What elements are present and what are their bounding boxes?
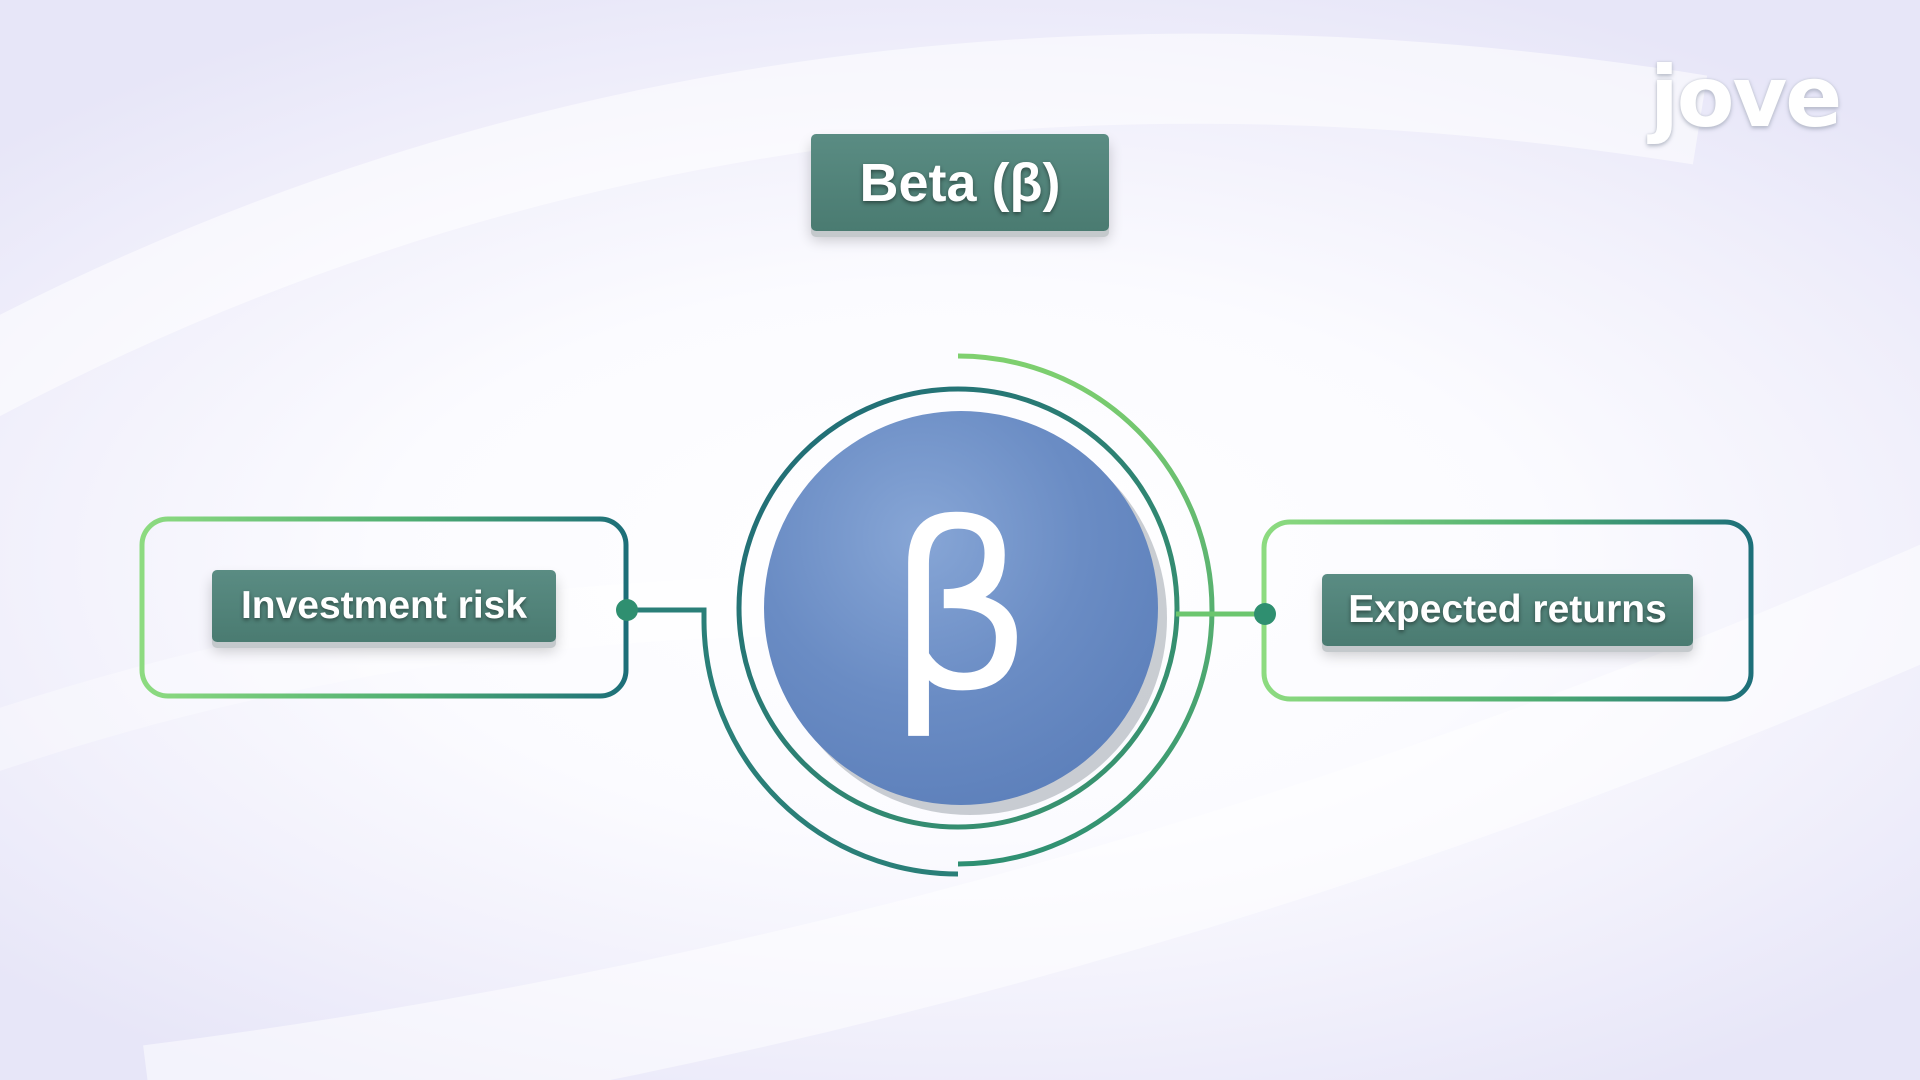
left-connector-line <box>627 607 959 877</box>
investment-risk-badge: Investment risk <box>212 570 556 642</box>
expected-returns-label: Expected returns <box>1348 588 1667 631</box>
center-circle <box>764 411 1158 805</box>
title-badge: Beta (β) <box>811 134 1109 231</box>
left-connector-dot <box>616 599 638 621</box>
inner-ring <box>736 386 1180 830</box>
beta-symbol: β <box>886 476 1034 743</box>
investment-risk-label: Investment risk <box>240 584 528 627</box>
jove-logo: jove <box>1650 48 1842 146</box>
expected-returns-badge: Expected returns <box>1322 574 1693 646</box>
title-text: Beta (β) <box>859 152 1061 213</box>
outer-ring-arc <box>957 353 1215 867</box>
right-connector-dot <box>1254 603 1276 625</box>
